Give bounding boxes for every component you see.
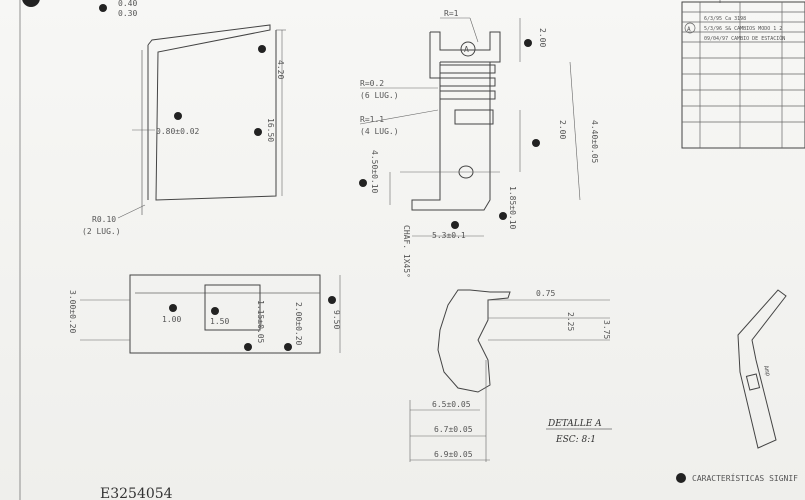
sig-dot	[451, 221, 459, 229]
sig-dot	[499, 212, 507, 220]
leader-line	[469, 17, 479, 43]
iso-outline	[737, 289, 787, 449]
dim-text: 1.50	[210, 317, 229, 326]
sig-dot	[524, 39, 532, 47]
dim-text: 5.3±0.1	[432, 231, 466, 240]
detail-contour	[437, 289, 511, 393]
sig-dot	[99, 4, 107, 12]
dim-text: 2.00	[558, 120, 567, 139]
dim-text: 3.75	[602, 320, 611, 339]
sig-dot	[284, 343, 292, 351]
dim-text: 0.75	[536, 289, 555, 298]
dim-text: (2 LUG.)	[82, 227, 121, 236]
dim-text: 6.9±0.05	[434, 450, 473, 459]
sig-dot	[532, 139, 540, 147]
dim-text: 0.80±0.02	[156, 127, 200, 136]
sig-dot	[174, 112, 182, 120]
sig-dot	[244, 343, 252, 351]
dim-text: 9.50	[332, 310, 341, 329]
dim-text: (6 LUG.)	[360, 91, 399, 100]
dim-text: 2.00±0.20	[294, 302, 303, 346]
dim-text: (4 LUG.)	[360, 127, 399, 136]
front-tab	[429, 32, 440, 79]
side-outline	[147, 24, 277, 201]
handwritten-code: E3254054	[100, 486, 173, 500]
rib-3	[439, 90, 496, 100]
dim-text: CHAF. 1X45°	[402, 225, 411, 278]
dim-text: 4.50±0.10	[370, 150, 379, 194]
view-front: A R=1 2.00 R=0.2 (6 LUG.) R=1.1 (4 LUG.)…	[359, 9, 599, 278]
dim-text: 0.30	[118, 9, 137, 18]
rib-2	[439, 77, 496, 87]
front-outline	[411, 31, 501, 211]
dim-text: 6.7±0.05	[434, 425, 473, 434]
sig-dot	[211, 307, 219, 315]
iso-label: Amp	[762, 365, 772, 378]
detail-label: A	[464, 45, 469, 54]
dim-text: 2.25	[566, 312, 575, 331]
rev-circle	[684, 22, 696, 34]
top-inner-box	[204, 284, 261, 331]
dim-text: 6.5±0.05	[432, 400, 471, 409]
legend-dot	[676, 473, 686, 483]
sig-dot	[359, 179, 367, 187]
leader-line	[359, 109, 439, 125]
rev-label: A	[687, 26, 691, 33]
title-block-frame	[681, 1, 805, 149]
sig-dot	[169, 304, 177, 312]
dim-text: 3.00±0.20	[68, 290, 77, 334]
dim-line	[569, 61, 581, 201]
dim-text: R=1.1	[360, 115, 384, 124]
leader-line	[117, 204, 146, 219]
sig-dot	[328, 296, 336, 304]
dim-text: 2.00	[538, 28, 547, 47]
dim-text: 1.85±0.10	[508, 186, 517, 230]
rib-1	[439, 64, 496, 74]
dim-text: R=0.2	[360, 79, 384, 88]
dim-text: R0.10	[92, 215, 116, 224]
window-slot	[454, 109, 494, 125]
dim-text: 4.20	[276, 60, 285, 79]
iso-window	[745, 373, 761, 391]
sig-dot	[258, 45, 266, 53]
detail-title: DETALLE A	[547, 419, 602, 429]
detail-a: 0.75 2.25 3.75 6.5±0.05 6.7±0.05 6.9±0.0…	[409, 289, 612, 462]
dim-text: 16.50	[266, 118, 275, 142]
corner-mark	[22, 0, 40, 7]
dim-text: 0.40	[118, 0, 137, 8]
detail-callout	[460, 41, 476, 57]
rev-row: 6/3/95 Ca 3198	[704, 16, 746, 22]
rev-row: 09/04/97 CAMBIO DE ESTACIÓN	[704, 35, 785, 42]
dim-text: R=1	[444, 9, 459, 18]
view-top: 3.00±0.20 1.00 1.50 1.15±0.05 2.00±0.20 …	[68, 274, 341, 354]
title-block: A 6/3/95 Ca 3198 5/3/96 S& CAMBIOS MODO …	[681, 1, 805, 149]
dim-text: 4.40±0.05	[590, 120, 599, 164]
dim-text: 1.15±0.05	[256, 300, 265, 344]
legend-text: CARACTERÍSTICAS SIGNIF	[692, 472, 798, 483]
sig-dot	[254, 128, 262, 136]
rev-row: 5/3/96 S& CAMBIOS MODO 1 2	[704, 26, 782, 32]
dim-text: 1.00	[162, 315, 181, 324]
view-side: 4.20 16.50 0.80±0.02 R0.10 (2 LUG.)	[82, 24, 286, 236]
view-isometric: Amp	[737, 289, 787, 449]
top-outline	[129, 274, 321, 354]
detail-scale: ESC: 8:1	[555, 435, 596, 445]
